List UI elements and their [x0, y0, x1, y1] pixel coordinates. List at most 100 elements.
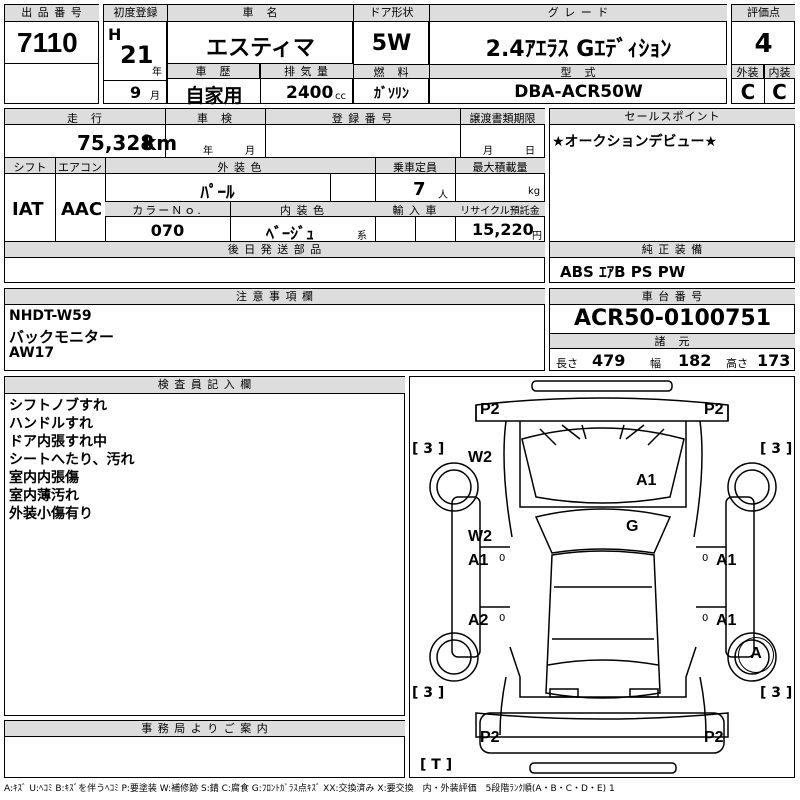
tire-rear-right: [ 3 ]: [760, 685, 793, 701]
load-unit: kg: [528, 186, 541, 197]
note-line: AW17: [9, 345, 55, 361]
insp-month-unit: 月: [245, 146, 255, 157]
damage-diagram: P2 P2 W2 A1 G W2 A1 A1 A2 A1 0 0 0 0 A […: [409, 376, 795, 778]
year-unit: 年: [152, 67, 162, 78]
history: 自家用: [185, 85, 243, 107]
ext-label: 外装: [732, 64, 764, 79]
inspector-label: 検 査 員 記 入 欄: [5, 377, 405, 394]
later-parts-label: 後 日 発 送 部 品: [5, 242, 545, 258]
recycle-fee: 15,220: [472, 220, 534, 239]
car-outline: [429, 380, 777, 774]
damage-a1-left-front: A1: [468, 552, 489, 569]
notes-label: 注 意 事 項 欄: [5, 289, 545, 305]
mark-zero: 0: [702, 613, 709, 624]
inspector-line: 室内内張傷: [9, 470, 79, 486]
color-label: 外 装 色: [217, 161, 263, 174]
width-label: 幅: [650, 357, 661, 370]
lot-label: 出 品 番 号: [5, 5, 99, 22]
interior-label: 内 装 色: [280, 204, 325, 217]
inspector-line: ハンドルすれ: [9, 416, 93, 432]
regno-label: 登 録 番 号: [331, 112, 394, 125]
grade-cell: グ レ ー ド 2.4ｱｴﾗｽ Gｴﾃﾞｨｼｮﾝ 型 式 DBA-ACR50W: [429, 4, 727, 104]
inspection-label: 車 検: [197, 112, 233, 125]
name-label: 車 名: [168, 5, 353, 22]
damage-a1-right-front: A1: [716, 552, 737, 569]
load-label: 最大積載量: [472, 161, 528, 174]
recycle-unit: 円: [532, 231, 542, 242]
interior-color: ﾍﾞｰｼﾞｭ: [265, 224, 314, 243]
import-label: 輸 入 車: [392, 204, 438, 217]
ac-label: エアコン: [58, 161, 102, 174]
inspector-box: 検 査 員 記 入 欄 シフトノブすれ ハンドルすれ ドア内張すれ中 シートへた…: [4, 376, 405, 716]
chassis-number: ACR50-0100751: [573, 306, 771, 331]
model-label: 型 式: [430, 64, 727, 79]
mileage-label: 走 行: [67, 112, 103, 125]
tire-front-left: [ 3 ]: [412, 441, 445, 457]
damage-w2-left: W2: [468, 449, 492, 466]
month-unit: 月: [150, 91, 160, 102]
equipment-label: 純 正 装 備: [550, 242, 795, 258]
damage-w2-left-door: W2: [468, 528, 492, 545]
ac: AAC: [61, 199, 103, 220]
damage-a-wheel-circle: [738, 637, 774, 673]
height-label: 高さ: [726, 357, 748, 370]
registration-cell: 初度登録 H 21 年 9 月: [103, 4, 167, 104]
mark-zero: 0: [702, 553, 709, 564]
inspector-line: 室内薄汚れ: [9, 488, 79, 504]
damage-a2-left-rear: A2: [468, 612, 489, 629]
spare-tire: [ T ]: [420, 757, 453, 773]
equipment: ABS ｴｱB PS PW: [560, 263, 686, 281]
note-line: NHDT-W59: [9, 308, 92, 324]
score: 4: [754, 29, 773, 59]
chassis-box: 車 台 番 号 ACR50-0100751 諸 元 長さ 479 幅 182 高…: [549, 288, 795, 371]
lot-cell: 出 品 番 号 7110: [4, 4, 99, 104]
damage-p2-rear-left: P2: [480, 729, 500, 746]
mileage: 75,328: [77, 131, 155, 155]
lot-number: 7110: [17, 27, 78, 58]
details-grid: 走 行 車 検 登 録 番 号 譲渡書類期限 75,328 km 年 月 月 日…: [4, 108, 545, 283]
registration-label: 初度登録: [104, 5, 167, 22]
transfer-day-unit: 日: [525, 146, 535, 157]
disp-label: 排 気 量: [260, 64, 353, 79]
damage-a-right-wheel: A: [750, 645, 762, 662]
car-name: エスティマ: [206, 36, 315, 61]
colorno-label: カラーＮｏ.: [132, 204, 203, 217]
name-cell: 車 名 エスティマ 車 歴 排 気 量 自家用 2400 cc: [167, 4, 353, 107]
shift-label: シフト: [13, 161, 47, 174]
capacity-unit: 人: [438, 190, 448, 201]
sales-point-box: セールスポイント ★オークションデビュー★ 純 正 装 備 ABS ｴｱB PS…: [549, 108, 795, 283]
inspector-line: 外装小傷有り: [9, 506, 93, 522]
fuel: ｶﾞｿﾘﾝ: [374, 86, 409, 102]
height: 173: [757, 351, 791, 370]
int-score: C: [772, 80, 787, 104]
reg-year: 21: [120, 41, 154, 69]
era: H: [108, 25, 122, 44]
shift: IAT: [12, 199, 44, 220]
sales-point-text: ★オークションデビュー★: [552, 134, 718, 150]
fuel-label: 燃 料: [354, 64, 429, 79]
capacity: 7: [413, 179, 426, 200]
notes-box: 注 意 事 項 欄 NHDT-W59 バックモニター AW17: [4, 288, 545, 371]
color-number: 070: [150, 221, 185, 240]
door-type: 5W: [371, 31, 412, 56]
inspector-line: ドア内張すれ中: [9, 434, 107, 450]
score-cell: 評価点 4 外装 内装 C C: [731, 4, 795, 104]
transfer-month-unit: 月: [483, 146, 493, 157]
note-line: バックモニター: [9, 328, 115, 346]
grade-label: グ レ ー ド: [430, 5, 727, 22]
interior-unit: 系: [357, 231, 367, 242]
grade: 2.4ｱｴﾗｽ Gｴﾃﾞｨｼｮﾝ: [485, 37, 672, 62]
length: 479: [592, 351, 626, 370]
capacity-label: 乗車定員: [393, 161, 437, 174]
int-label: 内装: [764, 64, 795, 79]
damage-a1-hood: A1: [636, 472, 657, 489]
recycle-label: リサイクル預託金: [460, 206, 540, 217]
width: 182: [678, 351, 712, 370]
door-cell: ドア形状 5W 燃 料 ｶﾞｿﾘﾝ: [353, 4, 429, 104]
length-label: 長さ: [556, 357, 578, 370]
mark-zero: 0: [499, 553, 506, 564]
exterior-color: ﾊﾟｰﾙ: [200, 183, 235, 203]
tire-rear-left: [ 3 ]: [412, 685, 445, 701]
top-sheet: 出 品 番 号 7110 初度登録 H 21 年 9 月 車 名 エスティマ 車…: [4, 4, 795, 107]
office-box: 事 務 局 よ り ご 案 内: [4, 720, 405, 778]
